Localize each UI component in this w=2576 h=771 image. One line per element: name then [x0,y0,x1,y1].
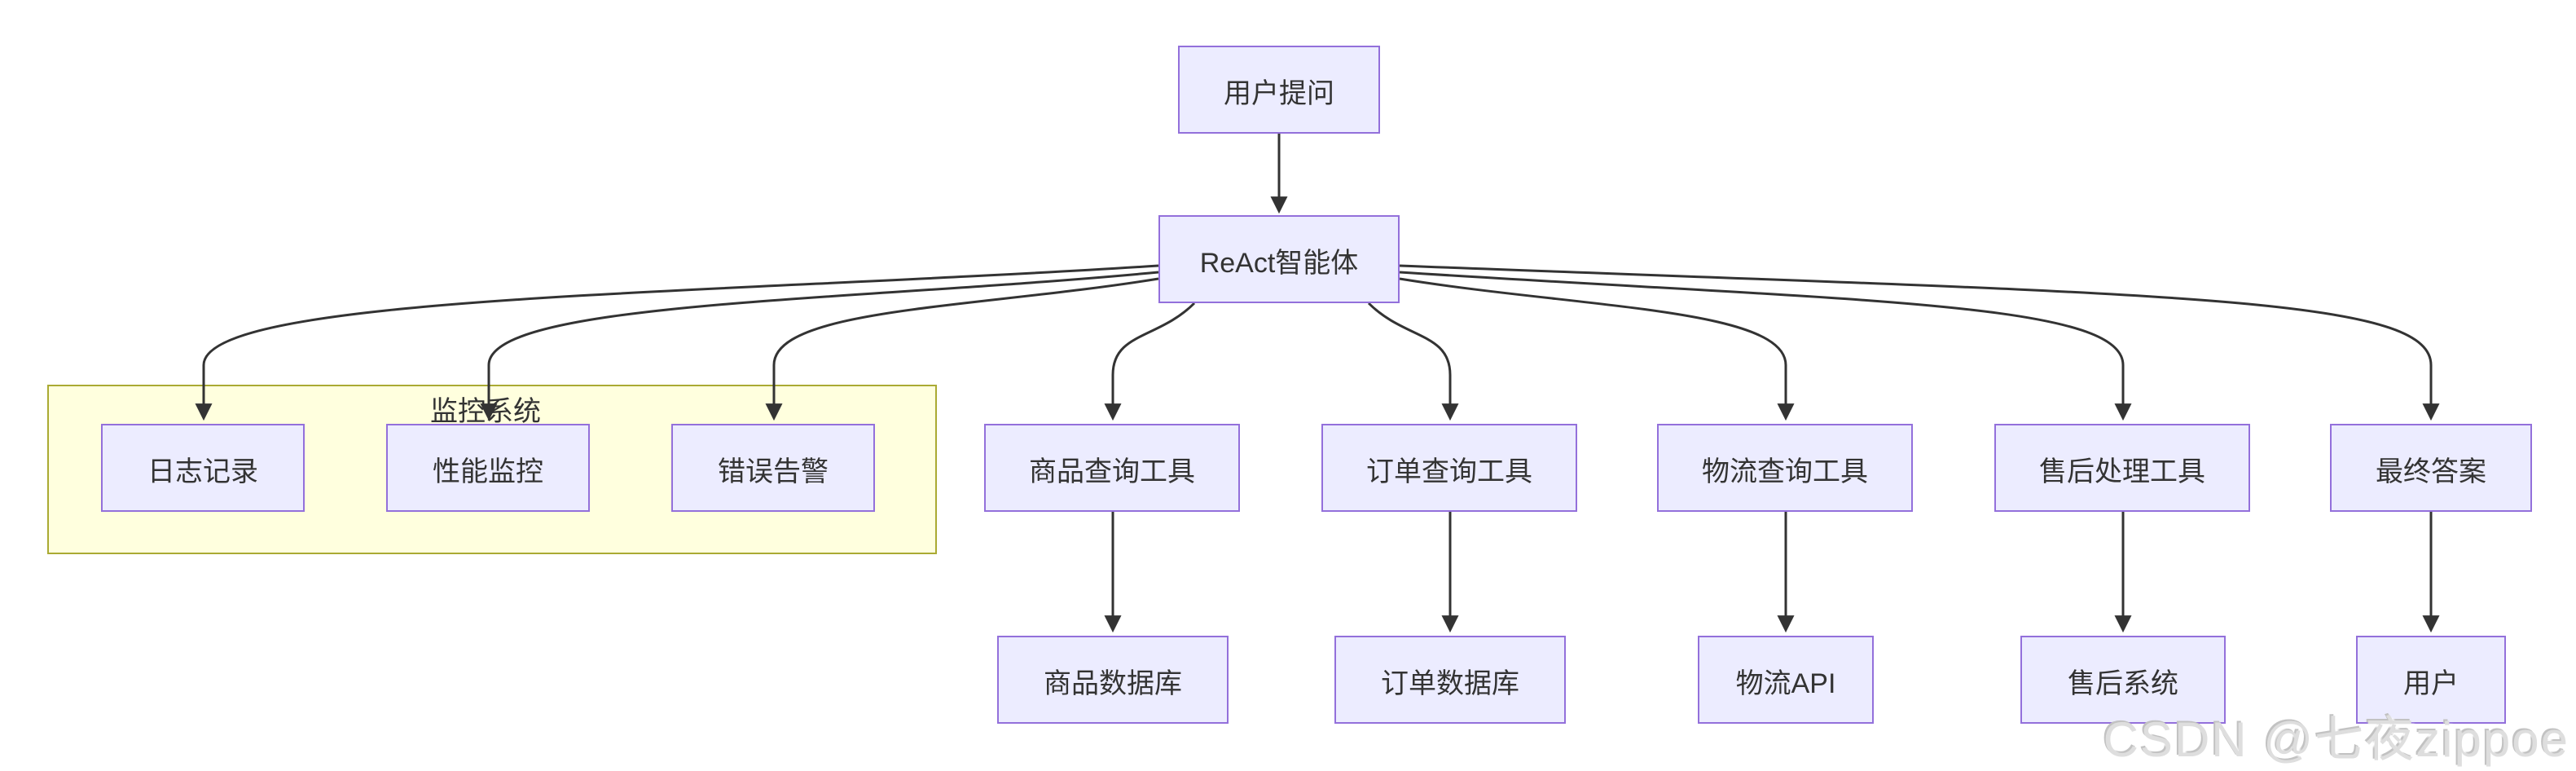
node-log-record: 日志记录 [101,424,305,512]
node-user: 用户 [2356,636,2506,724]
edge-react-agent-to-perf-monitor [480,271,1159,421]
edge-react-agent-to-logistics-tool [1399,277,1795,421]
node-user-question: 用户提问 [1178,46,1380,134]
node-product-query-tool: 商品查询工具 [984,424,1240,512]
edge-react-agent-to-log-record [195,264,1159,421]
node-error-alert: 错误告警 [671,424,875,512]
node-product-db: 商品数据库 [997,636,1229,724]
node-order-query-tool: 订单查询工具 [1321,424,1577,512]
node-react-agent: ReAct智能体 [1158,215,1400,303]
edge-react-agent-to-error-alert [765,277,1159,421]
edge-react-agent-to-final-answer [1399,264,2440,421]
watermark: CSDN @七夜zippoe [2103,714,2569,768]
node-order-db: 订单数据库 [1334,636,1566,724]
edge-react-agent-to-order-tool [1367,302,1459,421]
edge-react-agent-to-product-tool [1104,302,1196,421]
node-aftersales-tool: 售后处理工具 [1994,424,2250,512]
node-logistics-query-tool: 物流查询工具 [1657,424,1913,512]
node-aftersales-system: 售后系统 [2020,636,2226,724]
node-logistics-api: 物流API [1698,636,1874,724]
edge-react-agent-to-aftersales-tool [1399,271,2132,421]
node-perf-monitor: 性能监控 [386,424,590,512]
node-final-answer: 最终答案 [2330,424,2532,512]
